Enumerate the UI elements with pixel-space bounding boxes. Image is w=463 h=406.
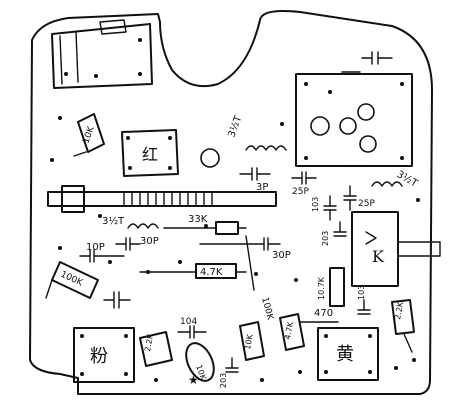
if-coil-yellow: 黄 — [317, 327, 379, 381]
resistor-33k: 33K — [163, 214, 247, 235]
resistor-100k-b: 100K — [245, 235, 275, 322]
if-coil-yellow-label: 黄 — [336, 344, 354, 365]
capacitor-3p: 3P — [239, 167, 271, 193]
resistor-10k-b: 10K ★ — [185, 342, 215, 387]
resistor-107k-label: 10.7K — [317, 276, 326, 300]
capacitor-bottom-left — [103, 291, 131, 309]
resistor-470: 470 — [299, 308, 339, 323]
coil-left: 3½T — [102, 215, 159, 229]
variable-capacitor-block — [295, 71, 413, 167]
capacitor-30p-b-label: 30P — [272, 250, 291, 261]
resistor-100k-b-label: 100K — [259, 296, 275, 322]
capacitor-30p-b: 30P — [199, 237, 291, 261]
osc-coil-red: 红 — [121, 129, 179, 177]
capacitor-203-a: 203 — [321, 221, 347, 246]
capacitor-103-a: 103 — [311, 195, 337, 221]
resistor-22k-b: 2.2K — [391, 299, 415, 353]
switch-k-label: K — [372, 247, 385, 266]
resistor-22k-a: 2.2K — [139, 331, 173, 367]
capacitor-103-a-label: 103 — [311, 197, 320, 212]
resistor-10k-a-label: 10K — [81, 124, 97, 145]
resistor-22k-b-label: 2.2K — [393, 300, 405, 320]
resistor-10k-a: 10K — [73, 113, 105, 157]
capacitor-203-b: 203 — [219, 357, 239, 388]
capacitor-25p-left: 25P — [291, 171, 317, 197]
capacitor-10p-label: 10P — [86, 242, 105, 253]
capacitor-30p-a-label: 30P — [140, 236, 159, 247]
ferrite-rod-antenna — [47, 185, 277, 213]
resistor-470-label: 470 — [314, 308, 333, 319]
capacitor-10p: 10P — [79, 242, 125, 263]
if-coil-powder: 粉 — [73, 327, 135, 383]
coil-left-label: 3½T — [102, 215, 125, 227]
resistor-107k: 10.7K — [317, 267, 345, 307]
switch-k: K — [351, 211, 441, 287]
osc-coil-red-label: 红 — [142, 145, 158, 164]
if-coil-powder-label: 粉 — [90, 346, 108, 367]
star-mark: ★ — [188, 373, 199, 387]
resistor-47k-b-label: 4.7K — [283, 320, 295, 340]
resistor-10k-c-label: 10K — [243, 333, 255, 350]
coil-top-label: 3½T — [226, 113, 245, 139]
mounting-hole — [200, 148, 220, 168]
capacitor-103-b-label: 103 — [357, 285, 366, 300]
coil-right-label: 3½T — [395, 168, 421, 190]
capacitor-25p-left-label: 25P — [292, 187, 309, 197]
capacitor-203-b-label: 203 — [219, 373, 228, 388]
top-left-module — [51, 19, 153, 89]
resistor-10k-c: 10K — [239, 321, 265, 361]
resistor-33k-label: 33K — [188, 214, 208, 225]
capacitor-104: 104 — [177, 317, 207, 339]
solder-pads — [50, 90, 420, 382]
capacitor-103-b: 103 — [357, 285, 371, 315]
coil-right: 3½T — [371, 168, 421, 190]
capacitor-203-a-label: 203 — [321, 231, 330, 246]
capacitor-25p-right-label: 25P — [358, 199, 375, 209]
resistor-47k-label: 4.7K — [200, 267, 223, 278]
board-outline — [29, 10, 433, 395]
resistor-47k-b: 4.7K — [279, 313, 305, 351]
resistor-47k: 4.7K — [139, 263, 247, 279]
capacitor-top-right — [361, 51, 393, 65]
resistor-100k-a: 100K — [45, 261, 99, 299]
capacitor-3p-label: 3P — [256, 182, 268, 193]
resistor-22k-a-label: 2.2K — [143, 332, 155, 352]
coil-top: 3½T — [226, 113, 287, 151]
capacitor-104-label: 104 — [180, 317, 197, 327]
capacitor-25p-right: 25P — [343, 185, 375, 211]
capacitor-30p-a: 30P — [115, 236, 159, 251]
